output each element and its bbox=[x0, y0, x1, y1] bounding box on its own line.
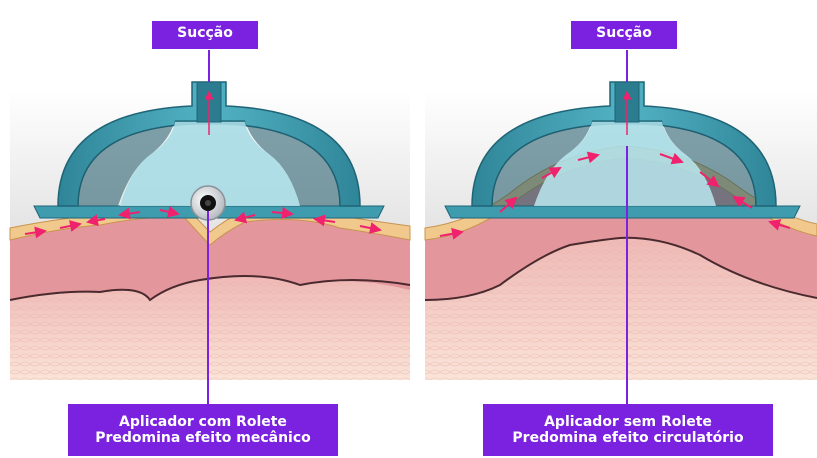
applicator-effect: Predomina efeito circulatório bbox=[489, 430, 767, 446]
panel-without-roller bbox=[425, 50, 817, 406]
cup-flange bbox=[445, 206, 800, 218]
applicator-label-left: Aplicador com Rolete Predomina efeito me… bbox=[68, 404, 338, 456]
applicator-label-right: Aplicador sem Rolete Predomina efeito ci… bbox=[483, 404, 773, 456]
suction-label-left: Sucção bbox=[152, 21, 258, 49]
applicator-effect: Predomina efeito mecânico bbox=[74, 430, 332, 446]
applicator-name: Aplicador sem Rolete bbox=[489, 414, 767, 430]
applicator-name: Aplicador com Rolete bbox=[74, 414, 332, 430]
suction-label-right: Sucção bbox=[571, 21, 677, 49]
panel-with-roller bbox=[10, 50, 410, 406]
